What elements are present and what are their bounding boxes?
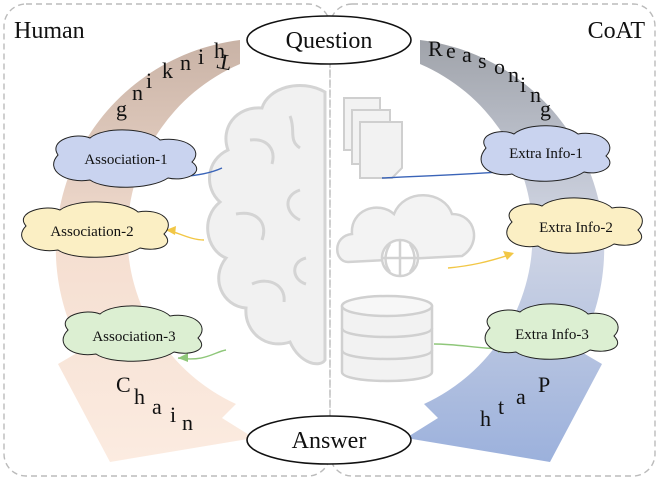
arc-letter-a: a [152,394,162,419]
extra-info-3-cloud [484,303,619,360]
association-3-label: Association-3 [92,329,175,345]
human-title: Human [14,18,85,44]
arc-letter-n: n [180,50,191,75]
coat-title: CoAT [587,18,645,44]
question-node: Question [246,15,412,65]
document-icon [343,97,403,179]
extra-info-1-node: Extra Info-1 [480,125,611,182]
arc-letter-h3: h [134,384,145,409]
arc-letter-s: s [478,48,487,73]
arc-letter-n5: n [530,82,541,107]
left-arc-bottom-text: C h a i n [116,372,193,435]
right-arc-top-text: R e a s o n i n g [428,36,551,121]
arc-letter-i4: i [520,72,526,97]
association-2-arrowhead [166,226,176,235]
arc-letter-g2: g [540,96,551,121]
arc-letter-t: t [498,394,504,419]
right-frame [329,3,656,477]
extra-info-1-label: Extra Info-1 [509,146,583,162]
extra-info-1-cloud [480,125,611,182]
arc-letter-i3: i [170,402,176,427]
arc-letter-n2: n [132,80,143,105]
question-label: Question [286,28,373,54]
association-1-cloud [53,129,198,188]
extra-info-3-label: Extra Info-3 [515,327,589,343]
arc-letter-T: T [215,49,233,76]
association-3-node: Association-3 [62,305,203,362]
arc-letter-g: g [116,96,127,121]
association-3-cloud [62,305,203,362]
arc-letter-h: h [214,38,225,63]
arc-letter-o: o [494,54,505,79]
arc-letter-C: C [116,372,131,397]
arc-letter-i: i [198,44,204,69]
arc-letter-n4: n [508,62,519,87]
arc-letter-i2: i [146,68,152,93]
extra-info-2-label: Extra Info-2 [539,220,613,236]
arc-letter-a2: a [462,42,472,67]
database-icon [340,294,434,383]
answer-node: Answer [246,415,412,465]
extra-info-3-node: Extra Info-3 [484,303,619,360]
association-2-cloud [21,201,169,258]
association-1-label: Association-1 [84,152,167,168]
association-3-arrowhead [178,353,188,362]
arc-letter-R: R [428,36,443,61]
association-2-node: Association-2 [21,201,169,258]
brain-icon [206,84,327,366]
answer-label: Answer [292,428,367,454]
extra-info-2-cloud [506,197,643,254]
left-frame [3,3,331,477]
arc-letter-k: k [162,58,173,83]
arc-letter-h4: h [480,406,491,431]
association-1-node: Association-1 [53,129,198,188]
arc-letter-a3: a [516,384,526,409]
arc-letter-P: P [538,372,550,397]
extra-info-2-node: Extra Info-2 [506,197,643,254]
right-arc-bottom-text: P a t h [480,372,550,431]
cloud-globe-icon [336,194,476,278]
question-oval [246,15,412,65]
arc-letter-n3: n [182,410,193,435]
answer-oval [246,415,412,465]
extra-info-2-arrowhead [503,251,514,260]
association-2-label: Association-2 [50,224,133,240]
left-arc-top-text: T h i n k i n g [116,38,233,121]
arc-letter-e: e [446,38,456,63]
